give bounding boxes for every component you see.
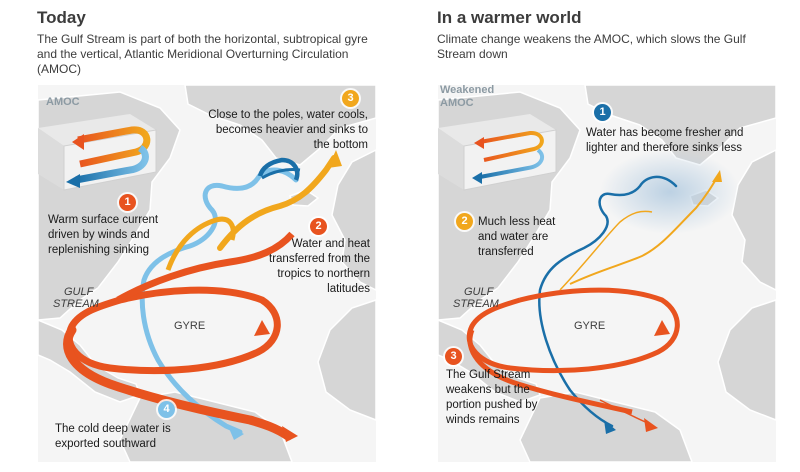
northward-current [217, 155, 337, 251]
amoc-box-icon [38, 114, 157, 191]
page-title: Today [37, 8, 86, 27]
step-badge-1: 1 [119, 194, 136, 211]
gyre-label: GYRE [574, 320, 606, 332]
page-subtitle: The Gulf Stream is part of both the hori… [37, 32, 368, 76]
gyre-label: GYRE [174, 320, 206, 332]
step-badge-4: 4 [158, 401, 175, 418]
amoc-label: AMOC [46, 96, 80, 108]
page-subtitle: Climate change weakens the AMOC, which s… [437, 32, 746, 61]
gulf-stream-current [63, 325, 293, 441]
amoc-box-icon [438, 114, 557, 191]
step-badge-2: 2 [310, 218, 327, 235]
stream-label: STREAM [53, 298, 99, 310]
note-2: Much less heat and water are transferred [478, 216, 556, 258]
note-1: Water has become fresher and lighter and… [586, 127, 744, 154]
amoc-label: AMOC [440, 97, 474, 109]
warmer-map [437, 84, 777, 463]
page-title: In a warmer world [437, 8, 582, 27]
step-badge-1: 1 [594, 104, 611, 121]
note-3: The Gulf Stream weakens but the portion … [446, 369, 538, 426]
stream-label: STREAM [453, 298, 499, 310]
note-3: Close to the poles, water cools, becomes… [208, 109, 368, 151]
gulf-stream-current [467, 329, 633, 415]
today-map [37, 84, 377, 463]
weakened-label: Weakened [440, 84, 495, 96]
note-2: Water and heat transferred from the trop… [269, 238, 370, 295]
step-badge-3: 3 [342, 90, 359, 107]
today-panel: Today The Gulf Stream is part of both th… [37, 8, 377, 463]
note-4: The cold deep water is exported southwar… [55, 423, 171, 450]
note-1: Warm surface current driven by winds and… [48, 214, 159, 256]
warmer-world-panel: In a warmer world Climate change weakens… [400, 0, 800, 472]
gulf-label: GULF [464, 286, 494, 298]
gulf-label: GULF [64, 286, 94, 298]
step-badge-2: 2 [456, 213, 473, 230]
step-badge-3: 3 [445, 348, 462, 365]
gyre-loop [466, 287, 680, 374]
cold-deep-current [538, 175, 678, 428]
cold-deep-current [139, 167, 299, 435]
northward-current [569, 175, 719, 285]
